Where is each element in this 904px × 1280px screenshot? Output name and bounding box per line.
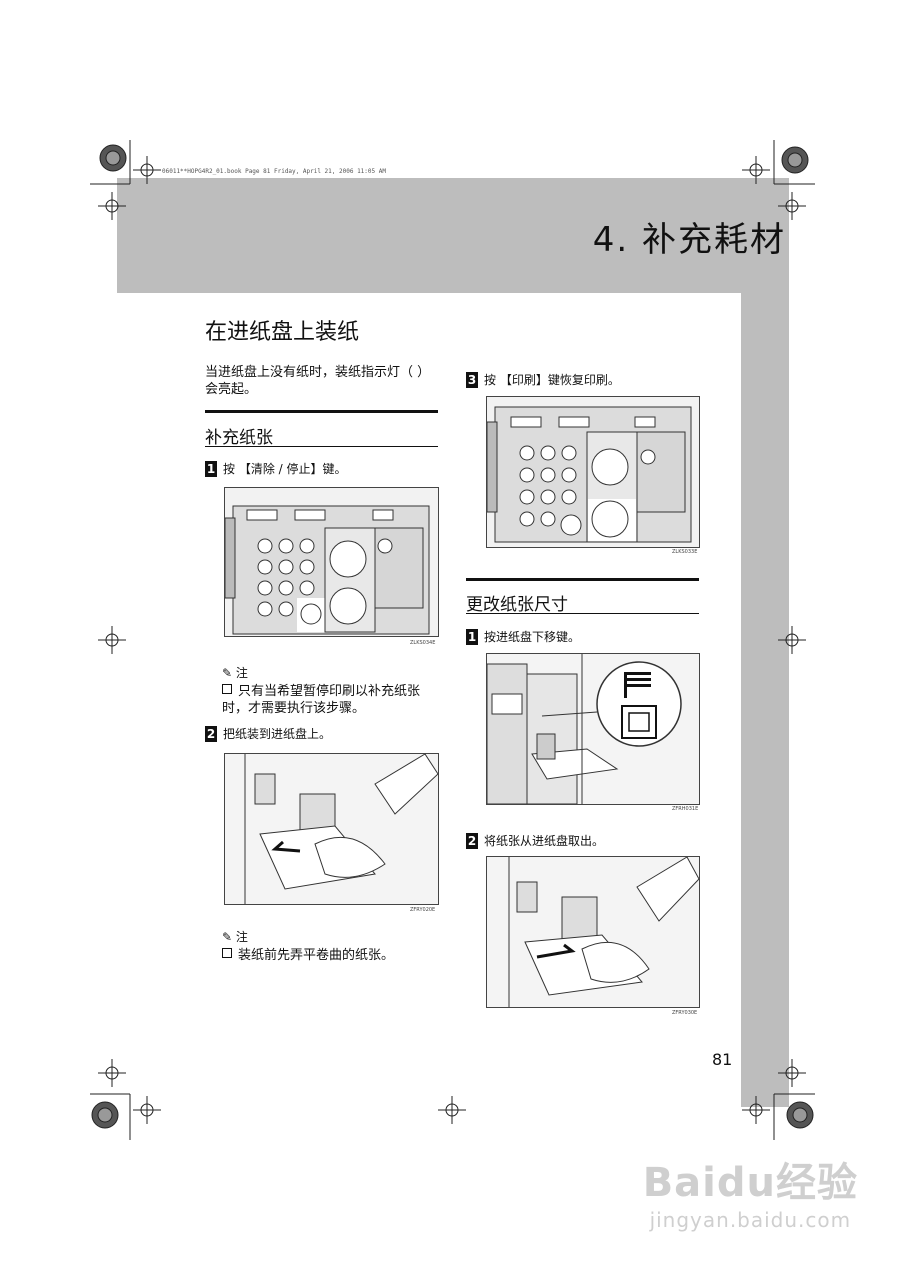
step-text: 按进纸盘下移键。 bbox=[484, 630, 581, 644]
header-band bbox=[117, 178, 789, 293]
remove-paper-figure bbox=[486, 856, 700, 1008]
step-number: 1 bbox=[205, 460, 217, 477]
step-number: 2 bbox=[205, 725, 217, 742]
page-title: 在进纸盘上装纸 bbox=[205, 320, 360, 345]
step-2-change-size: 2 将纸张从进纸盘取出。 bbox=[466, 832, 604, 849]
figure-code: ZFRY030E bbox=[672, 1010, 698, 1016]
tray-illustration bbox=[487, 654, 699, 804]
step-number: 1 bbox=[466, 628, 478, 645]
section-title-refill: 补充纸张 bbox=[205, 428, 273, 448]
step-2-refill: 2 把纸装到进纸盘上。 bbox=[205, 725, 331, 742]
control-panel-figure-2 bbox=[486, 396, 700, 548]
watermark-logo: Baidu经验 bbox=[642, 1160, 858, 1206]
step-3-refill: 3 按 【印刷】键恢复印刷。 bbox=[466, 371, 620, 388]
figure-code: ZLKS034E bbox=[410, 640, 436, 646]
intro-text: 当进纸盘上没有纸时，装纸指示灯（ ）会亮起。 bbox=[205, 365, 431, 397]
step-1-change-size: 1 按进纸盘下移键。 bbox=[466, 628, 580, 645]
tray-down-key-figure bbox=[486, 653, 700, 805]
note-heading: ✎ 注 bbox=[222, 928, 248, 945]
step-number: 3 bbox=[466, 371, 478, 388]
book-info: 06011**HOPG4R2_01.book Page 81 Friday, A… bbox=[162, 168, 386, 175]
note-2: 装纸前先弄平卷曲的纸张。 bbox=[222, 947, 442, 964]
figure-code: ZFRH031E bbox=[672, 806, 699, 812]
section-underline bbox=[466, 613, 699, 614]
control-panel-figure-1 bbox=[224, 487, 439, 637]
page-number: 81 bbox=[712, 1050, 733, 1069]
side-tab-band bbox=[741, 293, 789, 1107]
section-underline bbox=[205, 446, 438, 447]
step-text: 将纸张从进纸盘取出。 bbox=[484, 834, 605, 848]
checkbox-bullet-icon bbox=[222, 684, 232, 694]
step-text: 按 【清除 / 停止】键。 bbox=[223, 462, 347, 476]
section-title-change-size: 更改纸张尺寸 bbox=[466, 595, 568, 615]
watermark-url: jingyan.baidu.com bbox=[649, 1208, 852, 1232]
load-paper-illustration bbox=[225, 754, 438, 904]
note-label: 注 bbox=[235, 666, 248, 680]
note-heading: ✎ 注 bbox=[222, 664, 248, 681]
step-text: 把纸装到进纸盘上。 bbox=[223, 727, 332, 741]
note-label: 注 bbox=[235, 930, 248, 944]
figure-code: ZFRY020E bbox=[410, 907, 436, 913]
section-rule bbox=[466, 578, 699, 581]
checkbox-bullet-icon bbox=[222, 948, 232, 958]
control-panel-illustration bbox=[225, 505, 430, 635]
control-panel-illustration bbox=[487, 406, 692, 543]
figure-code: ZLKS033E bbox=[672, 549, 698, 555]
note-1: 只有当希望暂停印刷以补充纸张时，才需要执行该步骤。 bbox=[222, 683, 442, 717]
note-text: 装纸前先弄平卷曲的纸张。 bbox=[238, 948, 395, 963]
pencil-icon: ✎ bbox=[222, 930, 233, 944]
pencil-icon: ✎ bbox=[222, 666, 233, 680]
chapter-title: 4. 补充耗材 bbox=[592, 220, 786, 260]
step-1-refill: 1 按 【清除 / 停止】键。 bbox=[205, 460, 347, 477]
note-text: 只有当希望暂停印刷以补充纸张时，才需要执行该步骤。 bbox=[222, 684, 421, 716]
section-rule bbox=[205, 410, 438, 413]
watermark: Baidu经验 jingyan.baidu.com bbox=[643, 1150, 858, 1232]
step-text: 按 【印刷】键恢复印刷。 bbox=[484, 373, 620, 387]
load-paper-figure bbox=[224, 753, 439, 905]
tray-down-icon bbox=[624, 672, 651, 698]
step-number: 2 bbox=[466, 832, 478, 849]
remove-paper-illustration bbox=[487, 857, 699, 1007]
